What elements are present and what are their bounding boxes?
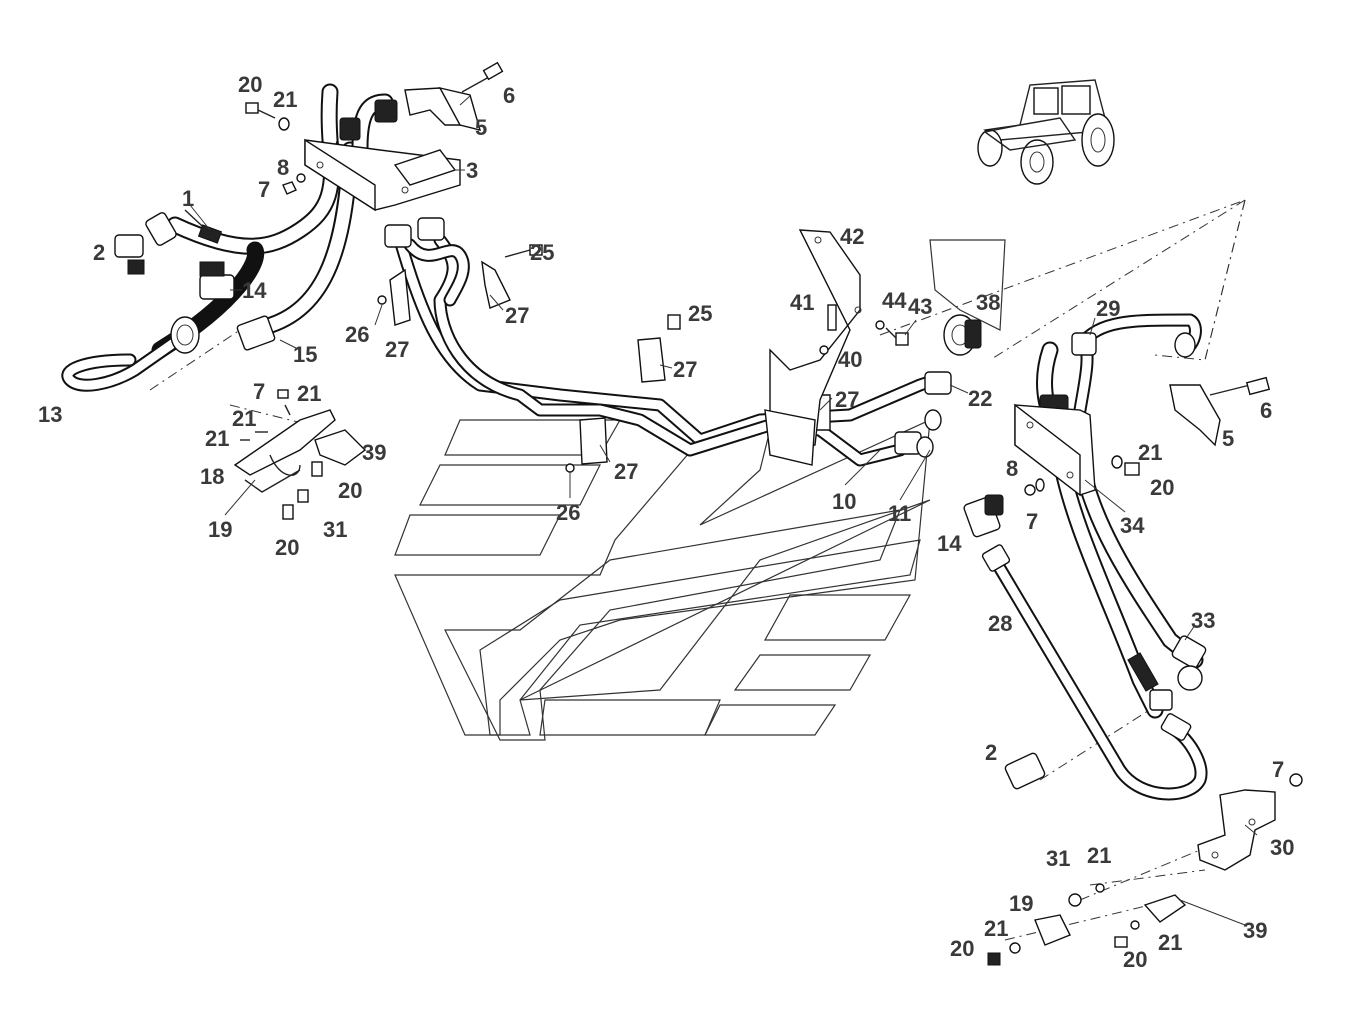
callout-27: 27 [385, 337, 409, 362]
callout-20: 20 [338, 478, 362, 503]
callout-15: 15 [293, 342, 317, 367]
callout-5: 5 [1222, 426, 1234, 451]
callout-21: 21 [1138, 440, 1162, 465]
callout-7: 7 [258, 177, 270, 202]
callout-25: 25 [688, 301, 712, 326]
callout-21: 21 [1158, 930, 1182, 955]
left-fittings [114, 99, 398, 351]
middle-bracket [764, 229, 909, 466]
callout-26: 26 [556, 500, 580, 525]
callout-34: 34 [1120, 513, 1145, 538]
callout-20: 20 [1150, 475, 1174, 500]
left-top-hardware [245, 61, 504, 195]
fitting-38 [943, 314, 982, 356]
callout-labels: 20 21 6 5 3 8 7 1 2 14 15 13 25 27 26 27… [38, 72, 1294, 972]
callout-8: 8 [1006, 456, 1018, 481]
callout-19: 19 [208, 517, 232, 542]
callout-6: 6 [503, 83, 515, 108]
right-bottom-bracket [987, 773, 1303, 966]
callout-39: 39 [1243, 918, 1267, 943]
callout-7: 7 [253, 379, 265, 404]
callout-28: 28 [988, 611, 1012, 636]
callout-18: 18 [200, 464, 224, 489]
callout-14: 14 [937, 531, 962, 556]
callout-40: 40 [838, 347, 862, 372]
callout-21: 21 [1087, 843, 1111, 868]
callout-20: 20 [238, 72, 262, 97]
callout-30: 30 [1270, 835, 1294, 860]
callout-21: 21 [232, 406, 256, 431]
callout-20: 20 [950, 936, 974, 961]
callout-22: 22 [968, 386, 992, 411]
left-pipe-13 [61, 316, 200, 392]
callout-38: 38 [976, 290, 1000, 315]
callout-29: 29 [1096, 296, 1120, 321]
callout-41: 41 [790, 290, 814, 315]
main-pipes [384, 217, 952, 467]
callout-39: 39 [362, 440, 386, 465]
right-pipe-28 [963, 494, 1208, 801]
callout-44: 44 [882, 288, 907, 313]
callout-14: 14 [242, 278, 267, 303]
callout-21: 21 [205, 426, 229, 451]
tractor-body-outline [394, 239, 1006, 741]
callout-2: 2 [93, 240, 105, 265]
callout-21: 21 [273, 87, 297, 112]
callout-21: 21 [297, 381, 321, 406]
callout-27: 27 [835, 387, 859, 412]
leader-lines [189, 95, 1258, 926]
left-lower-bracket [233, 389, 367, 520]
callout-21: 21 [984, 916, 1008, 941]
callout-19: 19 [1009, 891, 1033, 916]
callout-43: 43 [908, 294, 932, 319]
callout-25: 25 [530, 240, 554, 265]
callout-3: 3 [466, 158, 478, 183]
callout-1: 1 [182, 186, 194, 211]
callout-20: 20 [275, 535, 299, 560]
callout-10: 10 [832, 489, 856, 514]
left-manifold-block [304, 138, 461, 212]
callout-6: 6 [1260, 398, 1272, 423]
callout-7: 7 [1026, 509, 1038, 534]
callout-11: 11 [888, 501, 911, 526]
callout-42: 42 [840, 224, 864, 249]
callout-2: 2 [985, 740, 997, 765]
callout-33: 33 [1191, 608, 1215, 633]
callout-13: 13 [38, 402, 62, 427]
callout-26: 26 [345, 322, 369, 347]
right-assembly [1014, 313, 1271, 719]
callout-8: 8 [277, 155, 289, 180]
callout-27: 27 [673, 357, 697, 382]
callout-27: 27 [614, 459, 638, 484]
callout-5: 5 [475, 115, 487, 140]
tractor-icon [977, 79, 1115, 185]
callout-31: 31 [1046, 846, 1070, 871]
callout-27: 27 [505, 303, 529, 328]
callout-20: 20 [1123, 947, 1147, 972]
callout-31: 31 [323, 517, 347, 542]
callout-7: 7 [1272, 757, 1284, 782]
